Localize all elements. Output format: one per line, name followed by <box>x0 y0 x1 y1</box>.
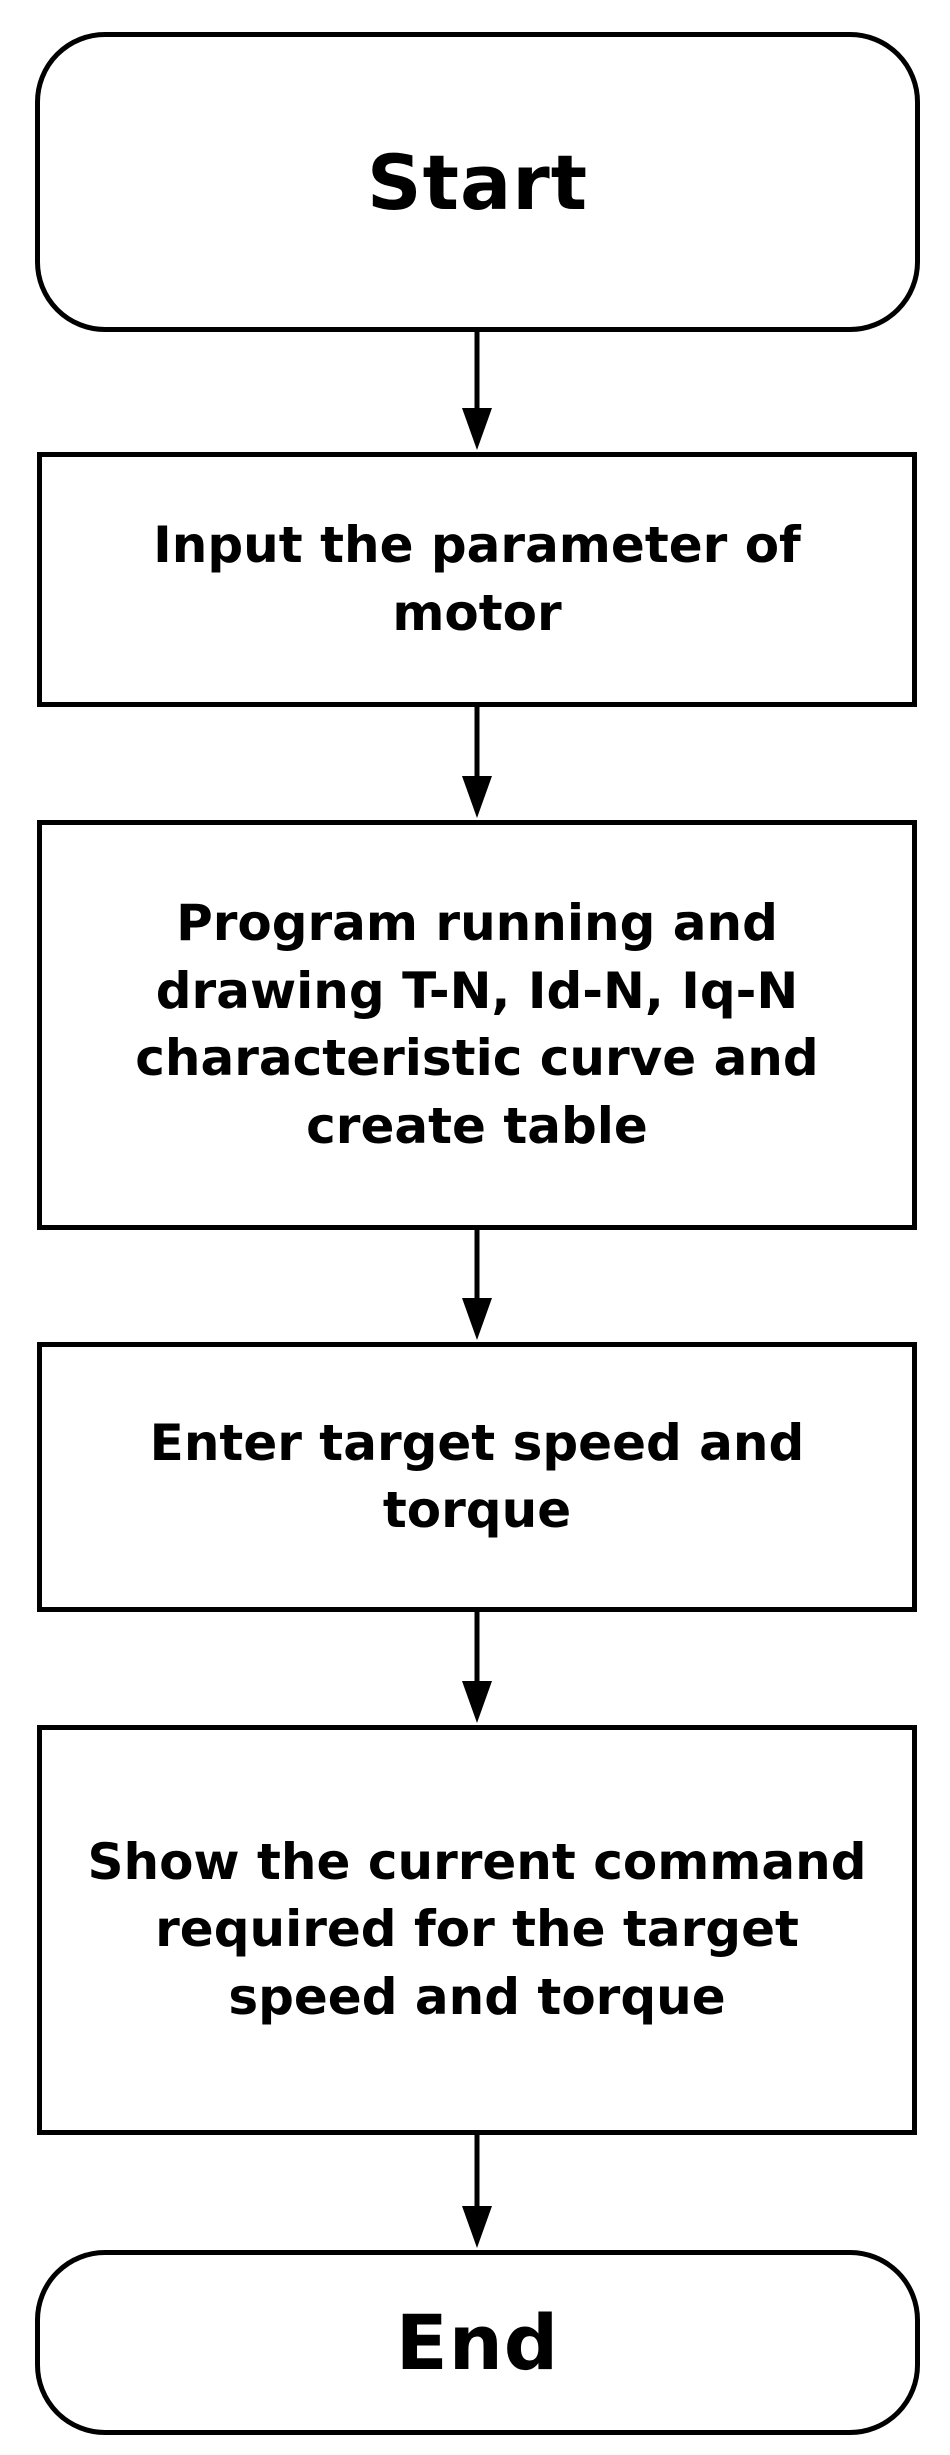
step-enter-target: Enter target speed and torque <box>37 1342 917 1612</box>
end-node: End <box>35 2250 920 2435</box>
step-program-running: Program running and drawing T-N, Id-N, I… <box>37 820 917 1230</box>
step-label: Show the current command required for th… <box>87 1832 867 2026</box>
arrow-program-to-enter <box>462 1230 492 1340</box>
arrow-show-to-end <box>462 2135 492 2248</box>
step-input-parameters: Input the parameter of motor <box>37 452 917 707</box>
start-label: Start <box>366 137 589 227</box>
end-label: End <box>395 2298 560 2387</box>
step-label: Program running and drawing T-N, Id-N, I… <box>135 894 819 1155</box>
arrow-start-to-input <box>462 332 492 450</box>
arrow-input-to-program <box>462 707 492 818</box>
arrow-enter-to-show <box>462 1612 492 1723</box>
step-label: Enter target speed and torque <box>149 1413 805 1540</box>
step-show-current-command: Show the current command required for th… <box>37 1725 917 2135</box>
step-label: Input the parameter of motor <box>153 516 801 642</box>
start-node: Start <box>35 32 920 332</box>
